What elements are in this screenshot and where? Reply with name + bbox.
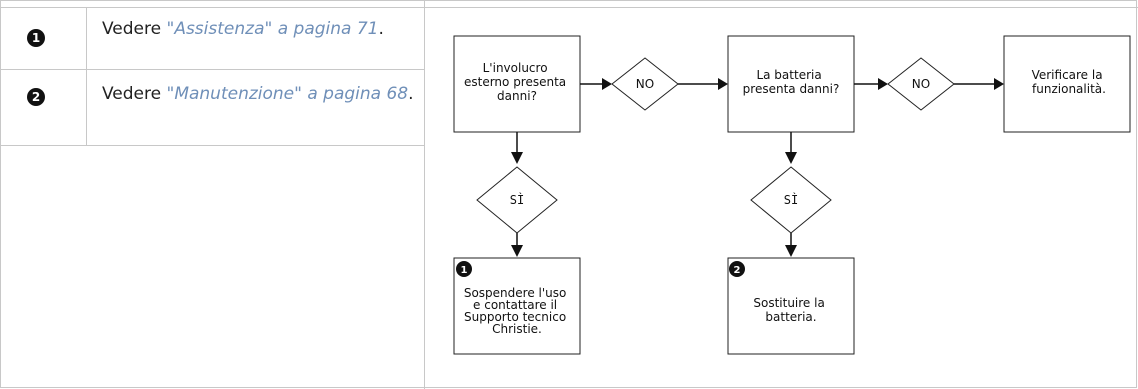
arrow-head <box>602 78 612 90</box>
action-contact-support-text: Sospendere l'uso e contattare il Support… <box>464 286 570 336</box>
action-badge-1-number: 1 <box>461 265 468 276</box>
end-verify-text: Verificare la funzionalità. <box>1032 68 1107 96</box>
action-badge-1 <box>456 261 472 277</box>
question-battery-text: La batteria presenta danni? <box>743 68 840 96</box>
reference-suffix: . <box>378 19 384 39</box>
arrow-head <box>994 78 1004 90</box>
manutenzione-link[interactable]: "Manutenzione" a pagina 68 <box>166 84 409 104</box>
reference-row-2: 2 Vedere "Manutenzione" a pagina 68. <box>0 70 424 146</box>
question-box-battery <box>727 35 855 133</box>
action-replace-battery-text: Sostituire la batteria. <box>753 296 828 324</box>
end-box-verify <box>1003 35 1131 133</box>
reference-text-2: Vedere "Manutenzione" a pagina 68. <box>102 83 420 105</box>
decision-si-2-label: SÌ <box>784 192 798 207</box>
reference-table: 1 Vedere "Assistenza" a pagina 71. 2 Ved… <box>0 0 425 389</box>
action-box-contact-support <box>453 257 581 355</box>
top-rule <box>0 7 1138 8</box>
number-badge-2: 2 <box>27 88 45 106</box>
reference-prefix: Vedere <box>102 84 167 104</box>
arrow-head <box>718 78 728 90</box>
decision-no-1-label: NO <box>636 77 654 91</box>
arrow-head <box>785 245 797 257</box>
number-badge-1: 1 <box>27 29 45 47</box>
action-badge-2-number: 2 <box>734 265 741 276</box>
action-box-replace-battery <box>727 257 855 355</box>
reference-prefix: Vedere <box>102 19 167 39</box>
arrow-head <box>785 152 797 164</box>
action-badge-2 <box>729 261 745 277</box>
reference-number-cell: 1 <box>0 8 87 69</box>
arrow-head <box>511 245 523 257</box>
decision-no-2-label: NO <box>912 77 930 91</box>
reference-row-1: 1 Vedere "Assistenza" a pagina 71. <box>0 8 424 70</box>
arrow-head <box>511 152 523 164</box>
reference-suffix: . <box>408 84 414 104</box>
question-enclosure-text: L'involucro esterno presenta danni? <box>464 61 570 103</box>
reference-number-cell: 2 <box>0 70 87 145</box>
reference-text-1: Vedere "Assistenza" a pagina 71. <box>102 18 420 40</box>
arrow-head <box>878 78 888 90</box>
assistenza-link[interactable]: "Assistenza" a pagina 71 <box>166 19 379 39</box>
flowchart: L'involucro esterno presenta danni? NO L… <box>453 35 1131 355</box>
decision-si-1-label: SÌ <box>510 192 524 207</box>
